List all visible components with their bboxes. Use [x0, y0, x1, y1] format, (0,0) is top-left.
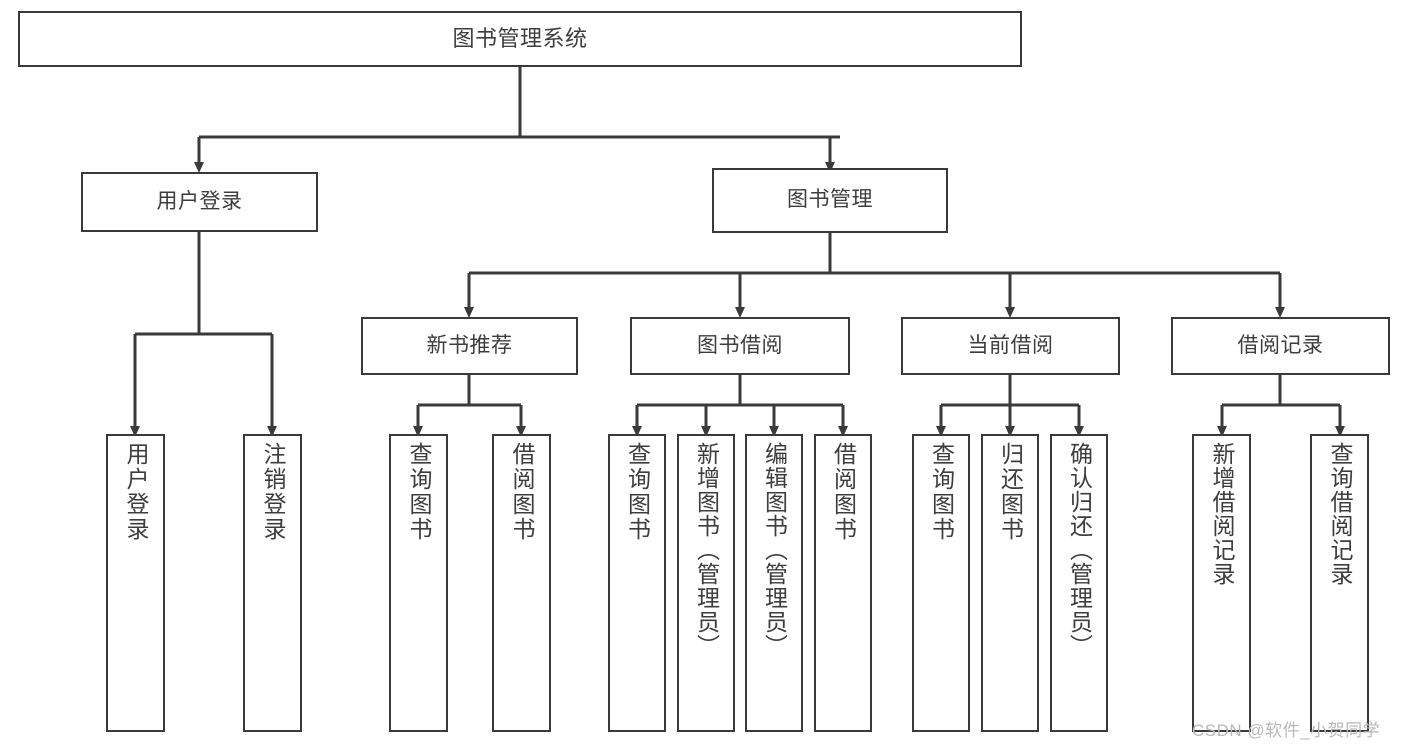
node-leaf-query-book-2-label: 查询图书: [624, 442, 651, 542]
node-leaf-query-book-1-label: 查询图书: [406, 442, 432, 542]
node-leaf-add-record[interactable]: 新增借阅记录: [1192, 434, 1251, 732]
node-current-borrow[interactable]: 当前借阅: [901, 317, 1120, 375]
node-leaf-user-login-label: 用户登录: [123, 442, 149, 542]
node-leaf-add-record-label: 新增借阅记录: [1209, 442, 1235, 586]
node-user-login-label: 用户登录: [156, 189, 243, 213]
node-leaf-return-book-label: 归还图书: [997, 442, 1024, 542]
node-leaf-edit-book[interactable]: 编辑图书（管理员）: [745, 434, 803, 732]
node-current-borrow-label: 当前借阅: [967, 333, 1054, 357]
node-leaf-borrow-book-1-label: 借阅图书: [509, 442, 535, 542]
node-book-manage-label: 图书管理: [787, 188, 873, 212]
node-leaf-query-book-3[interactable]: 查询图书: [912, 434, 970, 732]
node-borrow-record[interactable]: 借阅记录: [1171, 317, 1390, 375]
node-leaf-logout-label: 注销登录: [260, 442, 286, 542]
node-leaf-query-book-3-label: 查询图书: [928, 442, 955, 542]
node-leaf-return-book[interactable]: 归还图书: [981, 434, 1039, 732]
node-new-book-rec[interactable]: 新书推荐: [361, 317, 578, 375]
node-root-label: 图书管理系统: [452, 26, 588, 52]
node-leaf-borrow-book-2-label: 借阅图书: [830, 442, 857, 542]
node-root[interactable]: 图书管理系统: [18, 11, 1022, 67]
watermark-text: CSDN @软件_小贺同学: [1192, 721, 1381, 740]
node-leaf-logout[interactable]: 注销登录: [243, 434, 302, 732]
node-new-book-rec-label: 新书推荐: [426, 333, 513, 357]
node-leaf-query-book-2[interactable]: 查询图书: [608, 434, 666, 732]
node-leaf-user-login[interactable]: 用户登录: [106, 434, 165, 732]
node-leaf-confirm-return[interactable]: 确认归还（管理员）: [1050, 434, 1108, 732]
node-leaf-add-book-label: 新增图书（管理员）: [693, 442, 720, 658]
node-leaf-query-book-1[interactable]: 查询图书: [389, 434, 448, 732]
node-book-manage[interactable]: 图书管理: [712, 168, 948, 233]
node-leaf-query-record-label: 查询借阅记录: [1327, 442, 1353, 586]
node-leaf-borrow-book-2[interactable]: 借阅图书: [814, 434, 872, 732]
node-leaf-add-book[interactable]: 新增图书（管理员）: [677, 434, 735, 732]
node-book-borrow[interactable]: 图书借阅: [630, 317, 850, 375]
node-book-borrow-label: 图书借阅: [697, 333, 783, 357]
node-leaf-confirm-return-label: 确认归还（管理员）: [1066, 442, 1093, 658]
node-user-login[interactable]: 用户登录: [81, 172, 318, 232]
node-borrow-record-label: 借阅记录: [1237, 333, 1324, 357]
node-leaf-query-record[interactable]: 查询借阅记录: [1310, 434, 1369, 732]
node-leaf-edit-book-label: 编辑图书（管理员）: [761, 442, 788, 658]
node-leaf-borrow-book-1[interactable]: 借阅图书: [492, 434, 551, 732]
